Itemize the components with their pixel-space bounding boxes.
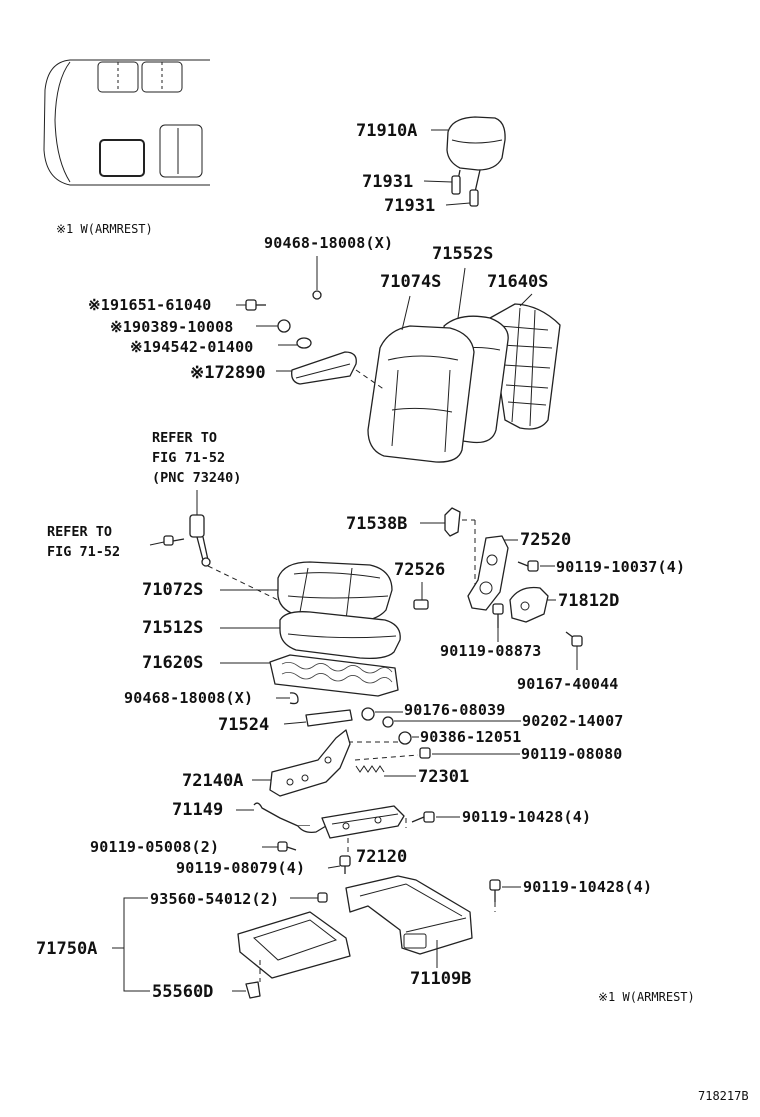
part-71931-upper: 71931: [362, 172, 413, 192]
part-71640S: 71640S: [487, 272, 548, 292]
figure-code: 718217B: [698, 1089, 749, 1103]
vehicle-locator-thumbnail: [43, 59, 210, 186]
part-71512S: 71512S: [142, 618, 203, 638]
recliner-assembly: [467, 535, 509, 611]
bolt-icon: [489, 879, 501, 902]
screw-icon: [277, 841, 297, 852]
part-90386-12051: 90386-12051: [420, 728, 522, 746]
bolt-icon: [339, 855, 351, 874]
cushion-trim-strip: [305, 709, 353, 727]
part-72526: 72526: [394, 560, 445, 580]
nut-icon: [277, 319, 291, 333]
bolt-icon: [492, 603, 504, 628]
seat-adjuster-bracket: [269, 729, 351, 797]
bolt-icon: [419, 747, 431, 759]
spring-icon: [355, 765, 385, 773]
bushing-icon: [398, 731, 412, 745]
adjuster-rod: [253, 802, 327, 834]
recliner-lever-knob: [444, 507, 461, 537]
cushion-pad: [279, 611, 401, 660]
part-90119-08080: 90119-08080: [521, 745, 623, 763]
part-72301: 72301: [418, 767, 469, 787]
headrest: [431, 116, 506, 193]
refer-fig-71-52-line3: (PNC 73240): [152, 470, 241, 486]
part-71074S: 71074S: [380, 272, 441, 292]
part-90202-14007: 90202-14007: [522, 712, 624, 730]
seatbelt-buckle: [189, 490, 211, 567]
part-190389-10008: ※190389-10008: [110, 318, 234, 336]
armrest: [276, 351, 386, 391]
part-72520: 72520: [520, 530, 571, 550]
tray-stopper: [245, 981, 261, 999]
washer-icon: [382, 716, 394, 728]
refer-fig-71-52b-line2: FIG 71-52: [47, 544, 120, 560]
part-71149: 71149: [172, 800, 223, 820]
refer-fig-71-52b-line1: REFER TO: [47, 524, 112, 540]
part-90119-08873: 90119-08873: [440, 642, 542, 660]
part-71552S: 71552S: [432, 244, 493, 264]
bolt-icon: [163, 535, 185, 546]
headrest-guides: [423, 175, 479, 207]
part-71812D: 71812D: [558, 591, 619, 611]
part-191651-61040: ※191651-61040: [88, 296, 212, 314]
part-55560D: 55560D: [152, 982, 213, 1002]
bolt-icon: [517, 560, 539, 572]
part-71524: 71524: [218, 715, 269, 735]
part-90119-08079: 90119-08079(4): [176, 859, 305, 877]
recliner-cover: [509, 586, 549, 623]
part-90119-10428-lower: 90119-10428(4): [523, 878, 652, 896]
part-90176-08039: 90176-08039: [404, 701, 506, 719]
part-93560-54012: 93560-54012(2): [150, 890, 279, 908]
part-71109B: 71109B: [410, 969, 471, 989]
refer-fig-71-52-line2: FIG 71-52: [152, 450, 225, 466]
part-90119-10428-upper: 90119-10428(4): [462, 808, 591, 826]
armrest-note-top: ※1 W(ARMREST): [56, 222, 153, 236]
part-71538B: 71538B: [346, 514, 407, 534]
part-90468-18008x-lower: 90468-18008(X): [124, 689, 253, 707]
clip-icon: [312, 290, 322, 300]
screw-icon: [565, 631, 583, 647]
part-194542-01400: ※194542-01400: [130, 338, 254, 356]
cushion-cover: [277, 561, 393, 623]
clip-icon: [289, 692, 299, 705]
seat-track: [321, 805, 405, 839]
part-71931-lower: 71931: [384, 196, 435, 216]
part-71072S: 71072S: [142, 580, 203, 600]
seat-riser: [345, 875, 473, 968]
refer-fig-71-52-line1: REFER TO: [152, 430, 217, 446]
screw-icon: [317, 892, 328, 903]
part-90119-10037: 90119-10037(4): [556, 558, 685, 576]
part-90468-18008x-upper: 90468-18008(X): [264, 234, 393, 252]
cushion-spring: [269, 654, 399, 697]
seatback-cover: [367, 295, 475, 463]
part-72140A: 72140A: [182, 771, 243, 791]
recliner-cover-cap: [413, 599, 429, 610]
nut-icon: [361, 707, 375, 721]
under-seat-tray: [237, 911, 351, 982]
part-71750A: 71750A: [36, 939, 97, 959]
bolt-icon: [411, 811, 435, 823]
bolt-icon: [245, 299, 266, 311]
part-90167-40044: 90167-40044: [517, 675, 619, 693]
part-71620S: 71620S: [142, 653, 203, 673]
washer-icon: [296, 337, 312, 349]
armrest-note-bottom: ※1 W(ARMREST): [598, 990, 695, 1004]
part-71910A: 71910A: [356, 121, 417, 141]
part-90119-05008: 90119-05008(2): [90, 838, 219, 856]
part-172890: ※172890: [190, 363, 266, 383]
part-72120: 72120: [356, 847, 407, 867]
